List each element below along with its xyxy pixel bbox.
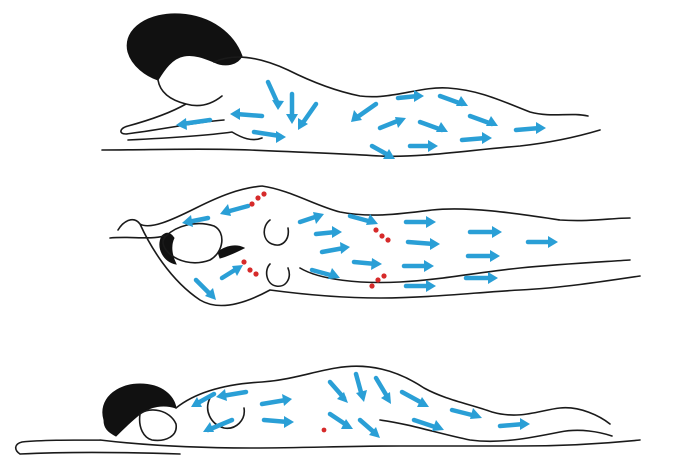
figure-side-lying xyxy=(16,366,640,454)
body-outline xyxy=(110,186,640,305)
lymph-node-dots xyxy=(322,428,327,433)
figure-prone xyxy=(102,14,600,159)
hair xyxy=(160,233,244,264)
hair xyxy=(127,14,242,80)
figure-supine xyxy=(110,186,640,305)
hair xyxy=(103,384,176,436)
drainage-arrows xyxy=(176,82,546,159)
body-outline xyxy=(102,57,600,156)
